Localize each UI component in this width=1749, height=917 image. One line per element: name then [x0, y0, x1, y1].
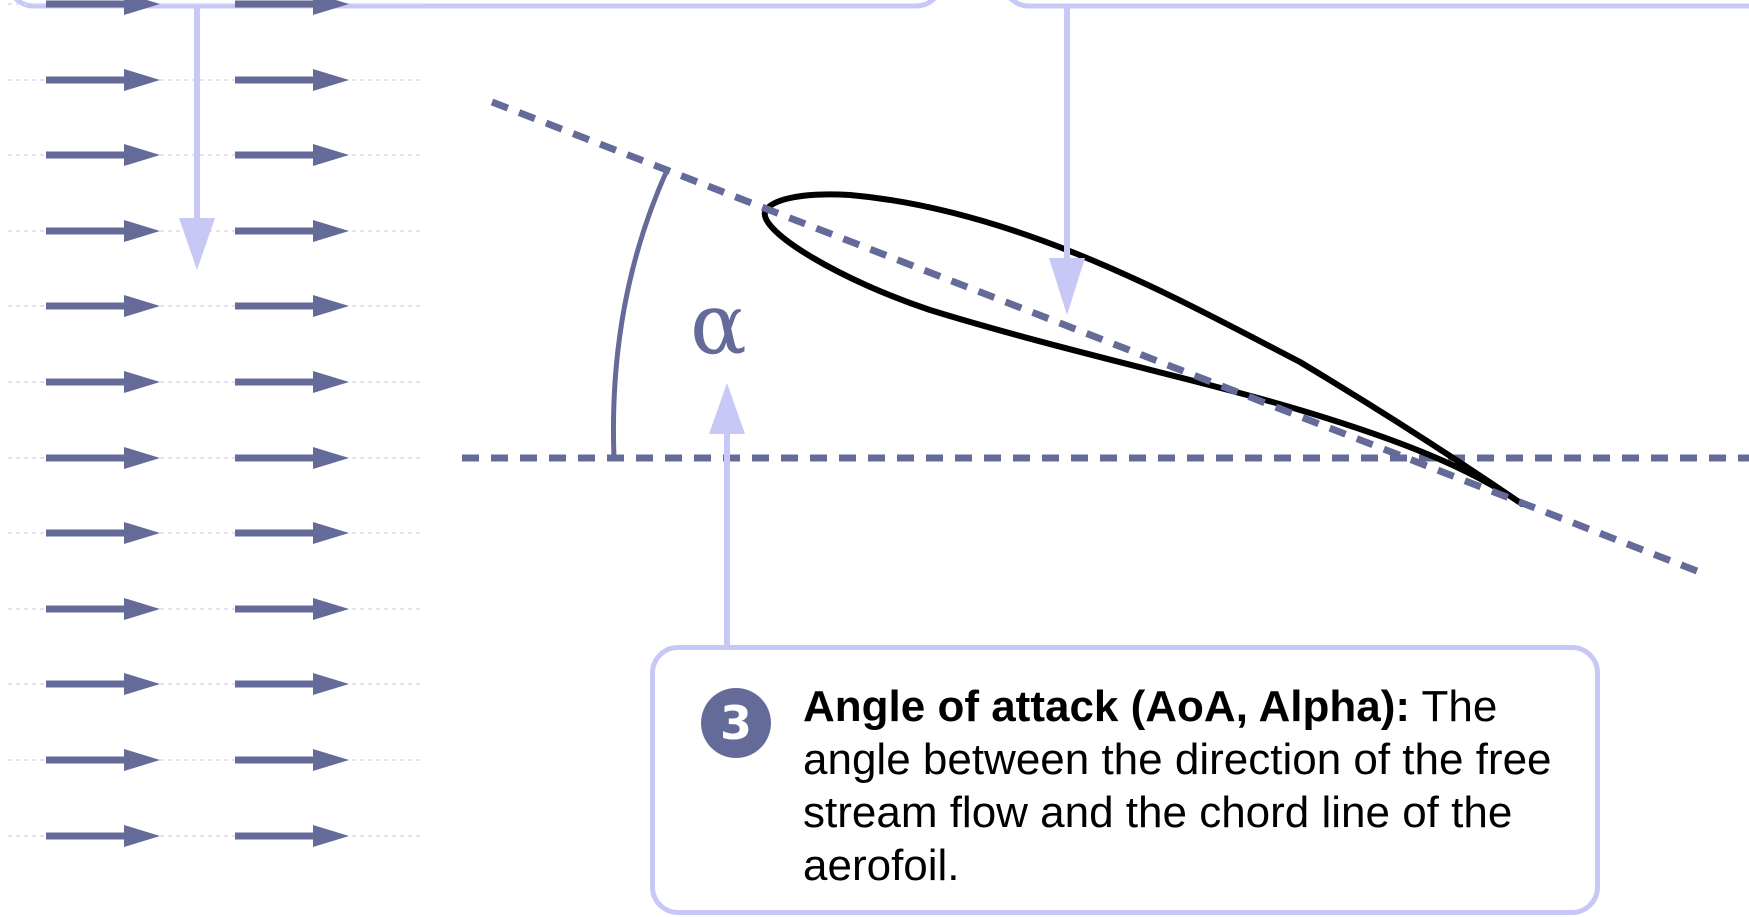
chord-line	[490, 98, 1704, 577]
callout-box-top-right	[1008, 0, 1749, 9]
callout-number-badge: 3	[701, 688, 771, 758]
callout-pointer-top-left	[179, 6, 215, 270]
alpha-symbol: α	[690, 275, 747, 373]
callout-pointer-top-right	[1049, 6, 1085, 315]
callout-pointer-3	[709, 383, 745, 645]
callout-text: Angle of attack (AoA, Alpha): The angle …	[803, 680, 1573, 892]
callout-box-top-left	[13, 0, 937, 9]
callout-definition: The angle between the direction of the f…	[803, 682, 1552, 890]
callout-term: Angle of attack (AoA, Alpha):	[803, 682, 1411, 731]
angle-arc	[610, 166, 671, 459]
callout-angle-of-attack: 3 Angle of attack (AoA, Alpha): The angl…	[650, 645, 1600, 915]
free-stream-flow	[8, 0, 420, 847]
aerofoil-profile	[761, 191, 1525, 507]
